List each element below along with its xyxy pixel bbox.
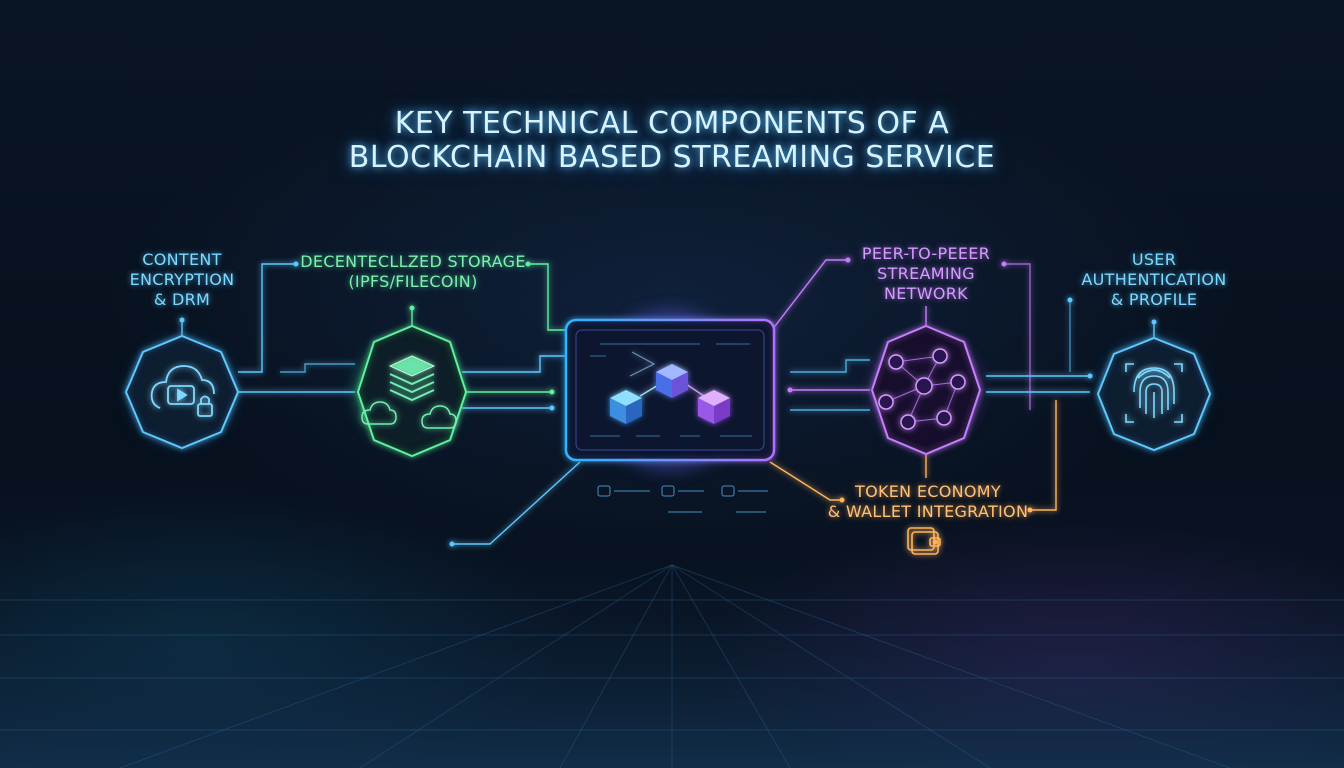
- token-label-line-1: TOKEN ECONOMY: [855, 482, 1001, 501]
- encryption-label-line-3: & DRM: [153, 290, 211, 309]
- connector-panel-p2p-label: [771, 259, 848, 331]
- connector-encryption-storage-2: [280, 363, 355, 373]
- encryption-label: CONTENT ENCRYPTION & DRM: [100, 250, 264, 310]
- blockchain-panel: [564, 318, 776, 513]
- p2p-label-line-3: NETWORK: [884, 284, 968, 303]
- floor-grid: [0, 560, 1344, 768]
- peer-network-icon: [878, 348, 966, 430]
- connector-dots: [179, 257, 1157, 547]
- p2p-label: PEER-TO-PEEER STREAMING NETWORK: [846, 244, 1006, 304]
- connector-storage-panel-2: [462, 355, 566, 373]
- auth-label-line-1: USER: [1131, 250, 1177, 269]
- token-label-line-2: & WALLET INTEGRATION: [827, 502, 1029, 521]
- cloud-lock-icon: [150, 365, 215, 417]
- auth-label-line-3: & PROFILE: [1110, 290, 1198, 309]
- encryption-node: [124, 334, 240, 450]
- wallet-icon: [907, 527, 941, 555]
- auth-node: [1096, 336, 1212, 452]
- connector-p2p-label-down: [1004, 263, 1031, 410]
- blockchain-cubes-icon: [610, 351, 730, 424]
- title-line-2: BLOCKCHAIN BASED STREAMING SERVICE: [348, 140, 996, 175]
- cloud-sync-icon: [361, 401, 457, 429]
- auth-label-line-2: AUTHENTICATION: [1081, 270, 1227, 289]
- p2p-label-line-2: STREAMING: [877, 264, 975, 283]
- connector-panel-token: [769, 461, 842, 501]
- title-line-1: KEY TECHNICAL COMPONENTS OF A: [394, 106, 950, 141]
- connector-token-auth: [1030, 400, 1057, 511]
- connector-storage-panel-top: [528, 263, 566, 331]
- encryption-label-line-2: ENCRYPTION: [129, 270, 235, 289]
- p2p-label-line-1: PEER-TO-PEEER: [861, 244, 991, 263]
- storage-label: DECENTECLLZED STORAGE (IPFS/FILECOIN): [300, 252, 526, 292]
- encryption-label-line-1: CONTENT: [142, 250, 222, 269]
- connector-panel-bottom-left: [452, 461, 581, 545]
- storage-label-line-1: DECENTECLLZED STORAGE: [300, 252, 526, 271]
- connectors: [181, 259, 1155, 545]
- storage-node: [356, 324, 468, 458]
- fingerprint-icon: [1125, 363, 1183, 423]
- connector-panel-p2p-2: [790, 359, 870, 373]
- storage-label-line-2: (IPFS/FILECOIN): [348, 272, 478, 291]
- token-label: TOKEN ECONOMY & WALLET INTEGRATION: [826, 482, 1030, 522]
- auth-label: USER AUTHENTICATION & PROFILE: [1074, 250, 1234, 310]
- stacked-layers-icon: [388, 355, 436, 402]
- connector-encryption-label: [238, 263, 296, 373]
- p2p-node: [870, 324, 982, 456]
